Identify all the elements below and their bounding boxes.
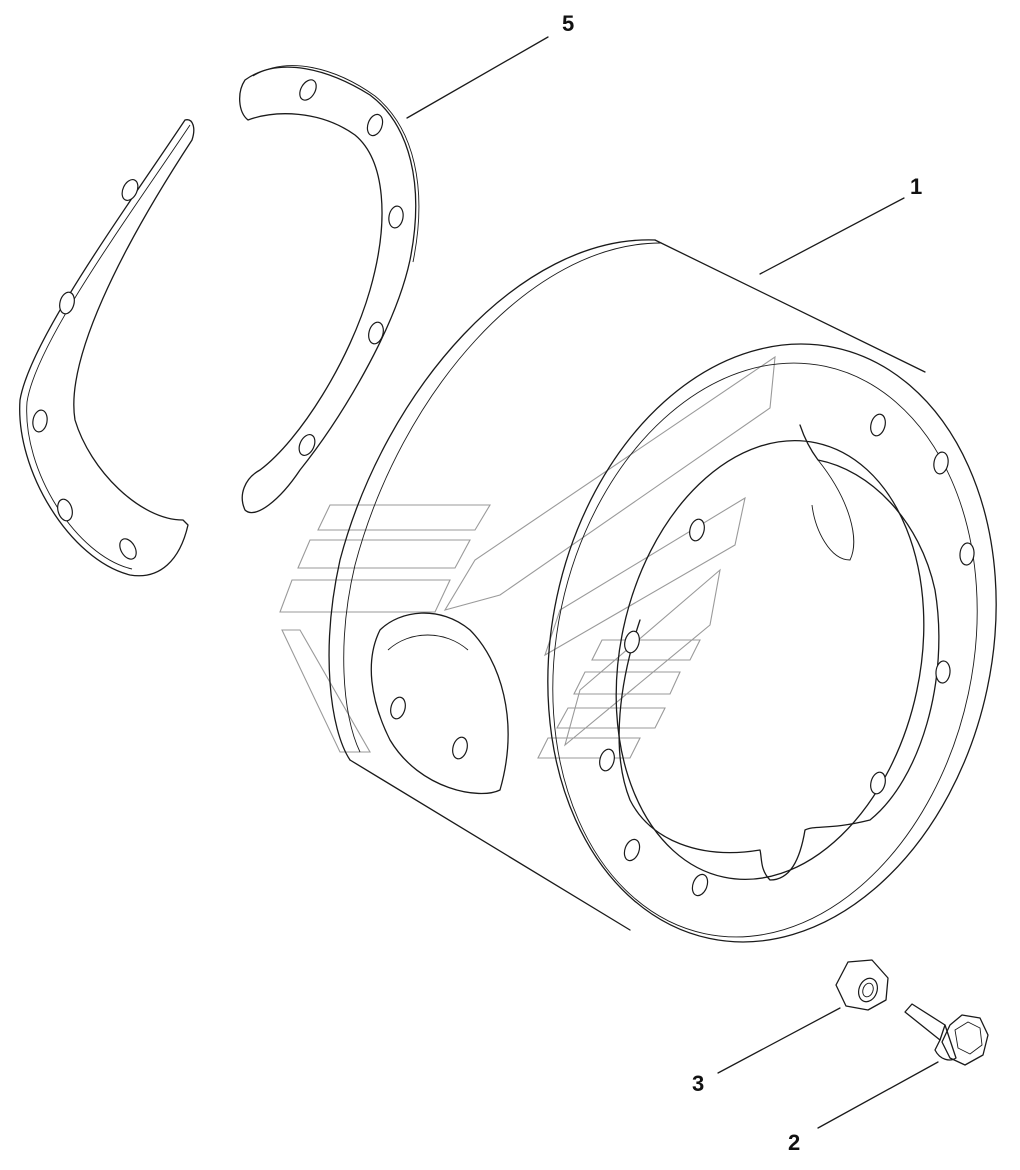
shim-ring-segment-right (239, 65, 420, 514)
leader-lines (406, 36, 939, 1129)
flange-nut (835, 959, 889, 1011)
callout-2: 2 (788, 1130, 800, 1155)
callout-1: 1 (910, 174, 922, 199)
watermark-logo (279, 355, 776, 759)
shim-ring-segment-left (19, 119, 195, 577)
leader-line-5 (406, 36, 549, 119)
leader-line-1 (759, 197, 905, 275)
leader-line-2 (817, 1061, 939, 1129)
wheel-spacer-drum (328, 239, 997, 943)
leader-line-3 (717, 1007, 841, 1074)
callout-3: 3 (692, 1071, 704, 1096)
callout-5: 5 (562, 11, 574, 36)
flange-bolt (904, 1003, 989, 1066)
